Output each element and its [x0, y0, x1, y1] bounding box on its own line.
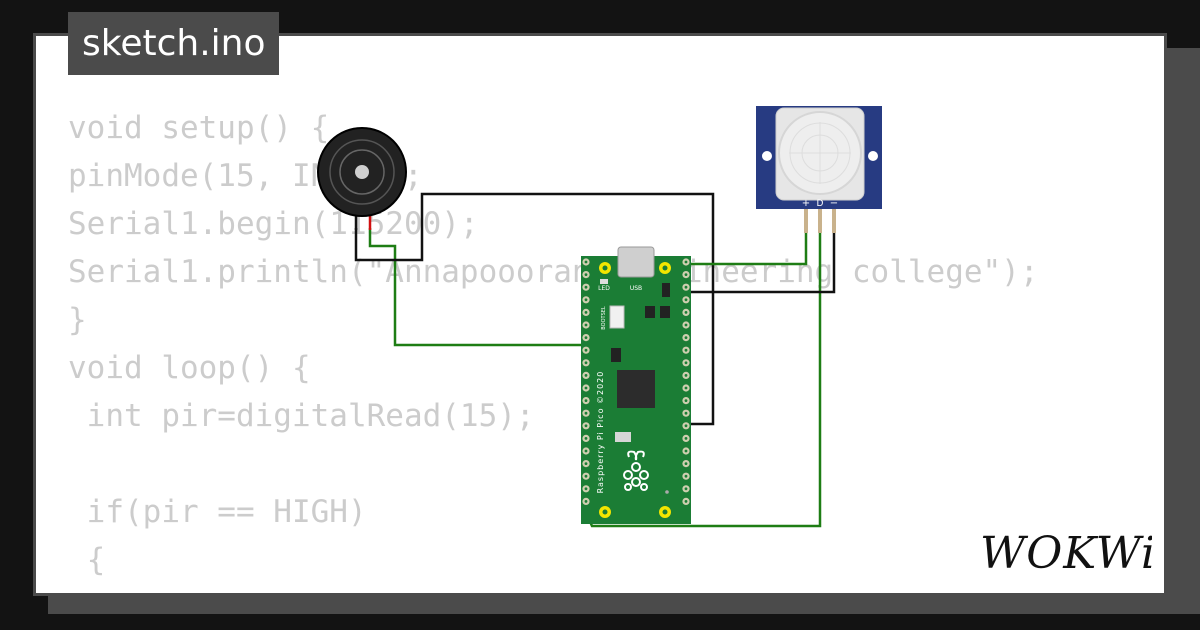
pico-pin-hole — [684, 462, 688, 465]
pico-pin-hole — [684, 336, 688, 339]
pico-pin-hole — [584, 462, 588, 465]
raspberry-pi-pico[interactable]: USB LED BOOTSEL Raspberry Pi Pico ©2020 — [581, 246, 691, 524]
pico-pin-hole — [684, 285, 688, 289]
bootsel-button[interactable] — [609, 305, 625, 329]
wokwi-logo: WOKWi — [980, 528, 1152, 579]
pir-pin-minus-label: − — [830, 198, 838, 209]
pico-pin-hole — [584, 273, 588, 276]
pico-pin-hole — [584, 311, 588, 314]
pir-pin-data-label: D — [817, 199, 824, 209]
wokwi-logo-text: WOKWi — [980, 528, 1152, 579]
pico-pin-hole — [584, 361, 588, 365]
pico-pin-hole — [684, 399, 688, 402]
pir-sensor[interactable]: + D − — [756, 106, 882, 233]
pin-header-right — [682, 258, 690, 505]
pico-pin-hole — [684, 474, 688, 478]
pico-pin-hole — [584, 424, 588, 428]
pin-header-left — [582, 258, 590, 505]
pico-pin-hole — [684, 311, 688, 314]
pico-pin-hole — [584, 260, 588, 264]
code-line: Serial1.println("MOTION DETECTED"); — [68, 584, 1039, 593]
pico-pin-hole — [684, 323, 688, 327]
pico-pin-hole — [584, 411, 588, 415]
wire-pir-ground[interactable] — [684, 232, 836, 294]
pico-pin-hole — [684, 273, 688, 276]
usb-label: USB — [630, 285, 642, 292]
pico-pin-hole — [684, 260, 688, 264]
pico-pin-hole — [584, 437, 588, 440]
pico-pin-hole — [684, 424, 688, 428]
bootsel-label: BOOTSEL — [601, 306, 607, 330]
buzzer[interactable] — [317, 127, 407, 230]
pico-pin-hole — [584, 487, 588, 491]
wire-pir-vcc[interactable] — [684, 232, 808, 266]
code-line: int pir=digitalRead(15); — [68, 398, 535, 434]
pico-pin-hole — [684, 361, 688, 365]
code-line: } — [68, 302, 87, 338]
rp2040-chip — [617, 370, 655, 408]
pico-pin-hole — [584, 336, 588, 339]
pico-pin-hole — [684, 449, 688, 453]
pir-pin-minus[interactable] — [832, 209, 836, 233]
code-line: void setup() { — [68, 110, 330, 146]
code-line: Serial1.println("Annapooorana engineerin… — [68, 254, 1039, 290]
pico-pin-hole — [584, 298, 588, 302]
raspberry-logo-icon — [623, 450, 649, 491]
wire-buzzer-to-pico[interactable] — [368, 228, 590, 347]
pico-pin-hole — [684, 500, 688, 503]
board-name-label: Raspberry Pi Pico ©2020 — [596, 371, 605, 494]
pico-pin-hole — [684, 487, 688, 491]
code-line: if(pir == HIGH) — [68, 494, 367, 530]
pico-pin-hole — [684, 374, 688, 377]
pico-pin-hole — [584, 399, 588, 402]
pico-pin-hole — [684, 298, 688, 302]
pico-pin-hole — [584, 474, 588, 478]
usb-port[interactable] — [617, 246, 655, 278]
code-line: Serial1.begin(115200); — [68, 206, 479, 242]
pico-pin-hole — [684, 437, 688, 440]
wire-buzzer-ground[interactable] — [354, 192, 715, 426]
pico-pin-hole — [584, 449, 588, 453]
pir-pin-data[interactable] — [818, 209, 822, 233]
code-line: { — [68, 542, 106, 578]
sketch-filename-tab[interactable]: sketch.ino — [68, 12, 280, 75]
code-line: void loop() { — [68, 350, 311, 386]
pico-pin-hole — [584, 285, 588, 289]
pico-pin-hole — [584, 348, 588, 352]
led-label: LED — [598, 285, 610, 292]
pir-pin-plus[interactable] — [804, 209, 808, 233]
pico-pin-hole — [584, 386, 588, 390]
pico-pin-hole — [584, 323, 588, 327]
pico-pin-hole — [584, 374, 588, 377]
pir-pin-plus-label: + — [802, 198, 810, 209]
pico-pin-hole — [684, 348, 688, 352]
pico-pin-hole — [584, 500, 588, 503]
code-editor[interactable]: void setup() {pinMode(15, INPUT);Serial1… — [68, 104, 1039, 593]
pico-pin-hole — [684, 411, 688, 415]
pico-pin-hole — [684, 386, 688, 390]
